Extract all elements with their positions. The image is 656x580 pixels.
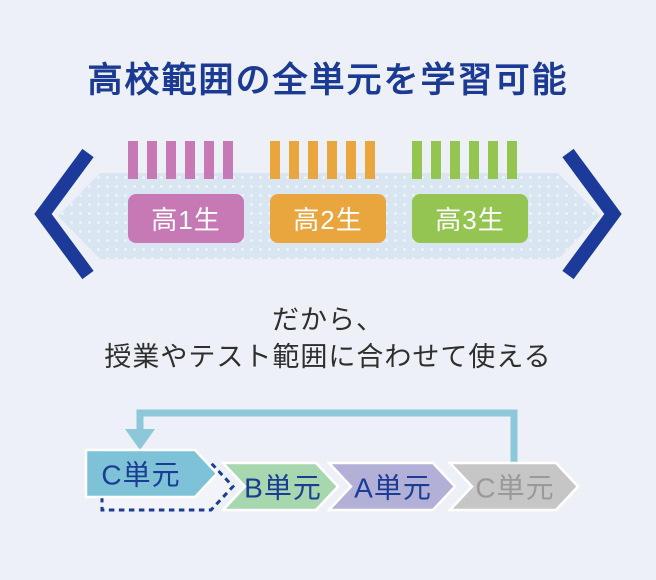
unit-bar [147,141,157,179]
unit-bar [327,141,337,179]
unit-bar [507,141,517,179]
unit-bar [431,141,441,179]
unit-bar [346,141,356,179]
unit-bar [185,141,195,179]
grade1-bars [128,141,233,179]
grade1-label-text: 高1生 [151,205,221,235]
unit-c-moved-shape [84,448,219,499]
unit-c-ghost-outline [100,461,236,512]
caption: だから、 授業やテスト範囲に合わせて使える [0,302,656,376]
unit-bar [488,141,498,179]
unit-bar [289,141,299,179]
grade2-label-text: 高2生 [293,205,363,235]
unit-bar [270,141,280,179]
grade3-label-text: 高3生 [435,205,505,235]
loop-arrow-icon [125,409,518,462]
unit-bar [223,141,233,179]
unit-bar [166,141,176,179]
unit-bar [308,141,318,179]
caption-line2: 授業やテスト範囲に合わせて使える [104,342,552,372]
unit-bar [412,141,422,179]
unit-c-origin-shape [447,461,580,512]
unit-b-label: B単元 [244,473,322,504]
unit-bar [365,141,375,179]
unit-b-shape [220,461,340,512]
unit-bar [450,141,460,179]
caption-line1: だから、 [272,305,384,335]
grade3-label: 高3生 [412,194,528,243]
grade3-bars [412,141,517,179]
unit-bar [204,141,214,179]
unit-c-origin-label: C単元 [475,473,554,504]
grade2-bars [270,141,375,179]
unit-bar [128,141,138,179]
grade1-label: 高1生 [128,194,244,243]
unit-c-moved-label: C単元 [101,460,180,491]
unit-bar [469,141,479,179]
page-title: 高校範囲の全単元を学習可能 [87,61,569,100]
unit-a-label: A単元 [354,473,432,504]
unit-a-shape [326,461,457,512]
grade2-label: 高2生 [270,194,386,243]
